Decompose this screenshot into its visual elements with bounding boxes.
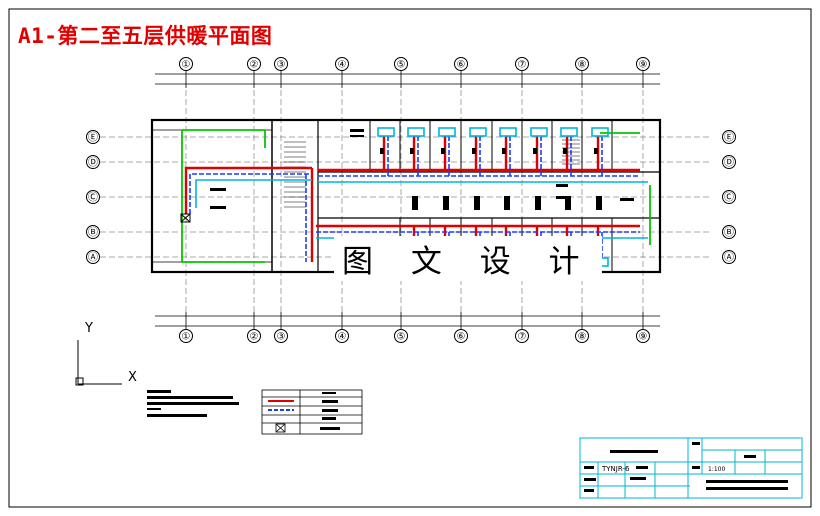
axis-row-right-0: Ⓔ xyxy=(722,130,736,144)
axis-row-right-4: Ⓐ xyxy=(722,250,736,264)
svg-text:④: ④ xyxy=(338,60,347,71)
axis-col-top-7: ⑦ xyxy=(515,57,529,71)
svg-text:Ⓓ: Ⓓ xyxy=(724,157,734,169)
svg-text:Y: Y xyxy=(84,321,93,336)
axis-row-left-1: Ⓓ xyxy=(86,155,100,169)
svg-text:X: X xyxy=(128,370,137,385)
svg-text:1:100: 1:100 xyxy=(708,466,725,473)
svg-text:Ⓑ: Ⓑ xyxy=(724,227,734,239)
axis-col-bottom-8: ⑧ xyxy=(575,329,589,343)
svg-text:Ⓓ: Ⓓ xyxy=(88,157,98,169)
svg-text:Ⓑ: Ⓑ xyxy=(88,227,98,239)
svg-text:⑦: ⑦ xyxy=(518,332,527,343)
column-axis-top: ① ② ③ ④ ⑤ ⑥ ⑦ ⑧ ⑨ xyxy=(179,57,650,71)
svg-text:⑧: ⑧ xyxy=(578,60,587,71)
svg-text:⑤: ⑤ xyxy=(397,332,406,343)
svg-text:④: ④ xyxy=(338,332,347,343)
watermark-label: 图 文 设 计 xyxy=(334,236,602,281)
axis-col-bottom-1: ① xyxy=(179,329,193,343)
axis-row-right-3: Ⓑ xyxy=(722,225,736,239)
fixtures xyxy=(210,129,634,264)
row-axis-right: Ⓔ Ⓓ Ⓒ Ⓑ Ⓐ xyxy=(722,130,736,264)
axis-col-bottom-4: ④ xyxy=(335,329,349,343)
axis-col-bottom-6: ⑥ xyxy=(454,329,468,343)
axis-row-left-3: Ⓑ xyxy=(86,225,100,239)
svg-text:Ⓔ: Ⓔ xyxy=(724,132,734,144)
svg-text:①: ① xyxy=(182,60,191,71)
row-axis-left: Ⓔ Ⓓ Ⓒ Ⓑ Ⓐ xyxy=(86,130,100,264)
svg-text:⑨: ⑨ xyxy=(639,60,648,71)
axis-col-bottom-7: ⑦ xyxy=(515,329,529,343)
axis-col-bottom-2: ② xyxy=(247,329,261,343)
axis-col-top-9: ⑨ xyxy=(636,57,650,71)
green-partitions xyxy=(181,129,651,263)
svg-text:Ⓒ: Ⓒ xyxy=(88,192,98,204)
axis-row-left-2: Ⓒ xyxy=(86,190,100,204)
sheet-frame xyxy=(8,8,812,508)
svg-text:⑥: ⑥ xyxy=(457,60,466,71)
axis-col-top-4: ④ xyxy=(335,57,349,71)
svg-text:⑥: ⑥ xyxy=(457,332,466,343)
drawing-title: A1-第二至五层供暖平面图 xyxy=(18,24,273,48)
axis-col-bottom-9: ⑨ xyxy=(636,329,650,343)
axis-row-right-1: Ⓓ xyxy=(722,155,736,169)
top-dimensions xyxy=(155,70,660,88)
svg-text:②: ② xyxy=(250,332,259,343)
svg-text:Ⓒ: Ⓒ xyxy=(724,192,734,204)
ucs-icon: Y X xyxy=(75,321,137,386)
svg-text:③: ③ xyxy=(277,60,286,71)
svg-text:Ⓐ: Ⓐ xyxy=(724,252,734,264)
svg-text:Ⓐ: Ⓐ xyxy=(88,252,98,264)
svg-text:TYNJR-6: TYNJR-6 xyxy=(601,465,630,473)
axis-row-left-0: Ⓔ xyxy=(86,130,100,144)
svg-text:③: ③ xyxy=(277,332,286,343)
axis-row-right-2: Ⓒ xyxy=(722,190,736,204)
axis-col-top-8: ⑧ xyxy=(575,57,589,71)
axis-col-top-2: ② xyxy=(247,57,261,71)
design-notes xyxy=(147,390,239,417)
axis-col-top-3: ③ xyxy=(274,57,288,71)
svg-text:⑧: ⑧ xyxy=(578,332,587,343)
title-block: TYNJR-6 1:100 xyxy=(579,437,803,499)
svg-text:①: ① xyxy=(182,332,191,343)
svg-text:⑨: ⑨ xyxy=(639,332,648,343)
axis-col-bottom-5: ⑤ xyxy=(394,329,408,343)
axis-col-bottom-3: ③ xyxy=(274,329,288,343)
radiator-unit xyxy=(180,213,191,223)
svg-text:⑦: ⑦ xyxy=(518,60,527,71)
column-axis-bottom: ① ② ③ ④ ⑤ ⑥ ⑦ ⑧ ⑨ xyxy=(179,329,650,343)
bottom-dimensions xyxy=(155,312,660,330)
svg-text:②: ② xyxy=(250,60,259,71)
axis-col-top-5: ⑤ xyxy=(394,57,408,71)
legend-table xyxy=(261,389,363,435)
axis-col-top-6: ⑥ xyxy=(454,57,468,71)
svg-text:Ⓔ: Ⓔ xyxy=(88,132,98,144)
svg-text:⑤: ⑤ xyxy=(397,60,406,71)
axis-row-left-4: Ⓐ xyxy=(86,250,100,264)
axis-col-top-1: ① xyxy=(179,57,193,71)
